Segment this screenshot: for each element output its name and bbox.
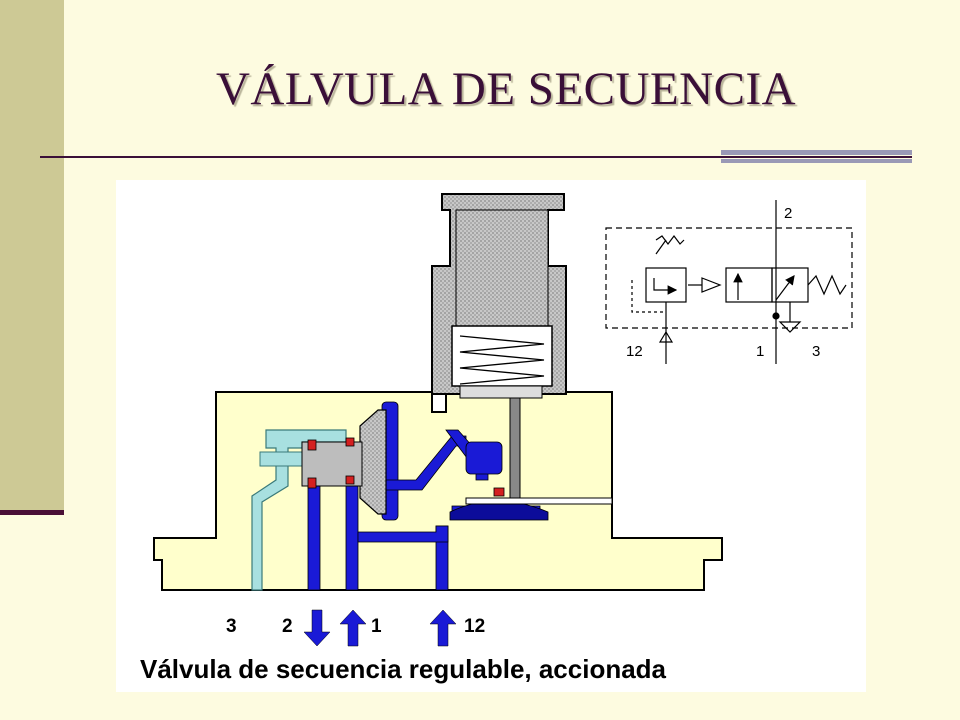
symbol-label-12: 12	[626, 343, 643, 360]
symbol-label-3: 3	[812, 343, 820, 360]
port-arrows	[303, 609, 457, 647]
side-bar-underline	[0, 510, 64, 515]
piston	[359, 409, 387, 515]
symbol-label-1: 1	[756, 343, 764, 360]
title-rule-accent	[721, 150, 912, 163]
symbol-label-2: 2	[784, 205, 792, 222]
side-bar	[0, 0, 64, 512]
slide-title: VÁLVULA DE SECUENCIA	[215, 63, 797, 115]
port-label-1: 1	[371, 616, 382, 637]
seals	[307, 437, 505, 497]
port-label-3: 3	[226, 616, 237, 637]
pneumatic-symbol: 2 12 1 3	[605, 200, 853, 364]
figure-caption: Válvula de secuencia regulable, accionad…	[140, 654, 667, 684]
title-rule	[40, 156, 912, 158]
valve-figure: 3 2 1 12 Válvula de secuencia regulable,…	[116, 180, 866, 692]
port-label-12: 12	[464, 616, 485, 637]
adjustment-knob	[431, 193, 567, 399]
valve-diagram: 3 2 1 12 Válvula de secuencia regulable,…	[140, 193, 853, 684]
port-labels: 3 2 1 12	[226, 616, 485, 637]
port-label-2: 2	[282, 616, 293, 637]
valve-stem	[509, 397, 521, 509]
